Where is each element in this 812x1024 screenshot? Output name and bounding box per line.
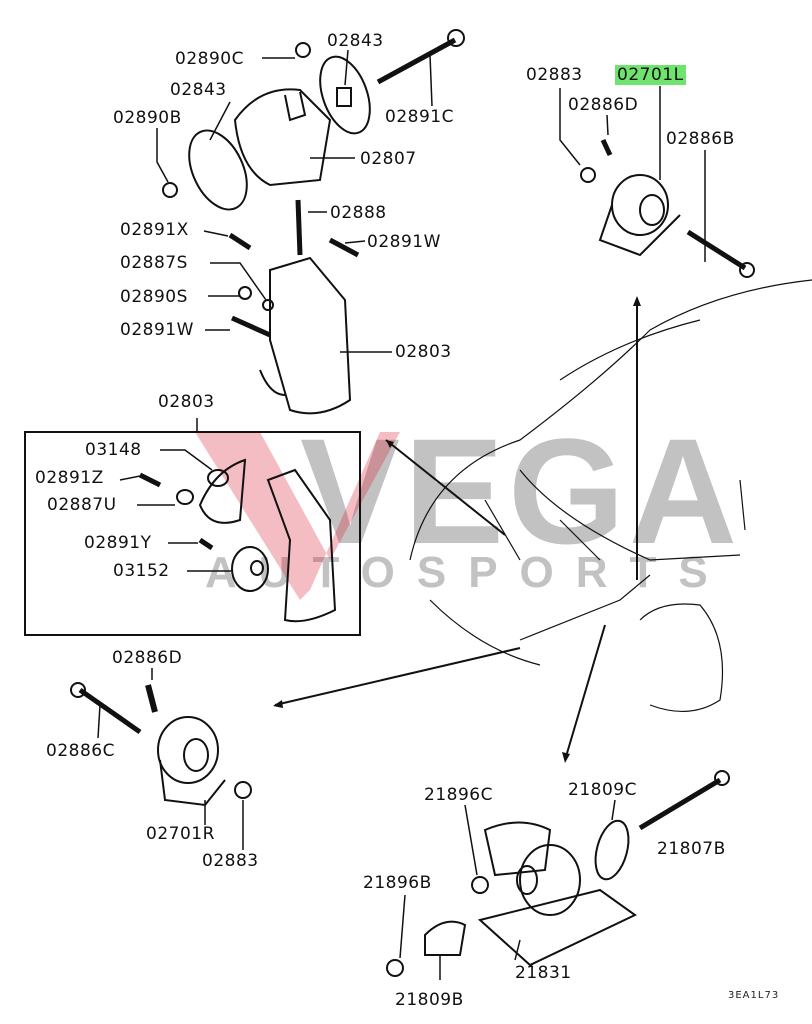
- part-label-02891c[interactable]: 02891C: [385, 107, 454, 127]
- bracket-detail: [138, 458, 337, 623]
- part-label-02887u[interactable]: 02887U: [47, 495, 117, 515]
- engine-mount-upper: [162, 29, 465, 415]
- part-label-02807[interactable]: 02807: [360, 149, 417, 169]
- part-label-02701r[interactable]: 02701R: [146, 824, 215, 844]
- part-label-02883[interactable]: 02883: [526, 65, 583, 85]
- part-label-02886d[interactable]: 02886D: [568, 95, 639, 115]
- watermark-brand: VEGA: [300, 407, 742, 575]
- engine-mount-left: [580, 138, 755, 278]
- part-label-02843[interactable]: 02843: [327, 31, 384, 51]
- part-label-02890c[interactable]: 02890C: [175, 49, 244, 69]
- part-label-21831[interactable]: 21831: [515, 963, 572, 983]
- part-label-21896c[interactable]: 21896C: [424, 785, 493, 805]
- part-label-02886b[interactable]: 02886B: [666, 129, 735, 149]
- part-label-21809c[interactable]: 21809C: [568, 780, 637, 800]
- part-label-02887s[interactable]: 02887S: [120, 253, 188, 273]
- part-label-21809b[interactable]: 21809B: [395, 990, 464, 1010]
- watermark-v-logo: [195, 432, 400, 600]
- part-label-02891w[interactable]: 02891W: [367, 232, 441, 252]
- part-label-02891y[interactable]: 02891Y: [84, 533, 152, 553]
- part-label-02888[interactable]: 02888: [330, 203, 387, 223]
- part-label-02803[interactable]: 02803: [395, 342, 452, 362]
- part-label-21807b[interactable]: 21807B: [657, 839, 726, 859]
- part-label-02803[interactable]: 02803: [158, 392, 215, 412]
- part-label-02890s[interactable]: 02890S: [120, 287, 188, 307]
- part-label-02883[interactable]: 02883: [202, 851, 259, 871]
- part-label-02890b[interactable]: 02890B: [113, 108, 182, 128]
- detail-box: [24, 431, 361, 636]
- part-label-21896b[interactable]: 21896B: [363, 873, 432, 893]
- part-label-02886c[interactable]: 02886C: [46, 741, 115, 761]
- part-label-02886d[interactable]: 02886D: [112, 648, 183, 668]
- part-label-02891w[interactable]: 02891W: [120, 320, 194, 340]
- part-label-03152[interactable]: 03152: [113, 561, 170, 581]
- part-label-02891z[interactable]: 02891Z: [35, 468, 104, 488]
- diagram-code: 3EA1L73: [728, 990, 780, 1001]
- part-label-02891x[interactable]: 02891X: [120, 220, 189, 240]
- transmission-mount: [386, 770, 730, 977]
- engine-mount-right: [70, 682, 252, 807]
- part-label-02701l-highlighted[interactable]: 02701L: [615, 65, 686, 85]
- part-label-02843[interactable]: 02843: [170, 80, 227, 100]
- part-label-03148[interactable]: 03148: [85, 440, 142, 460]
- vehicle-chassis: [409, 279, 812, 713]
